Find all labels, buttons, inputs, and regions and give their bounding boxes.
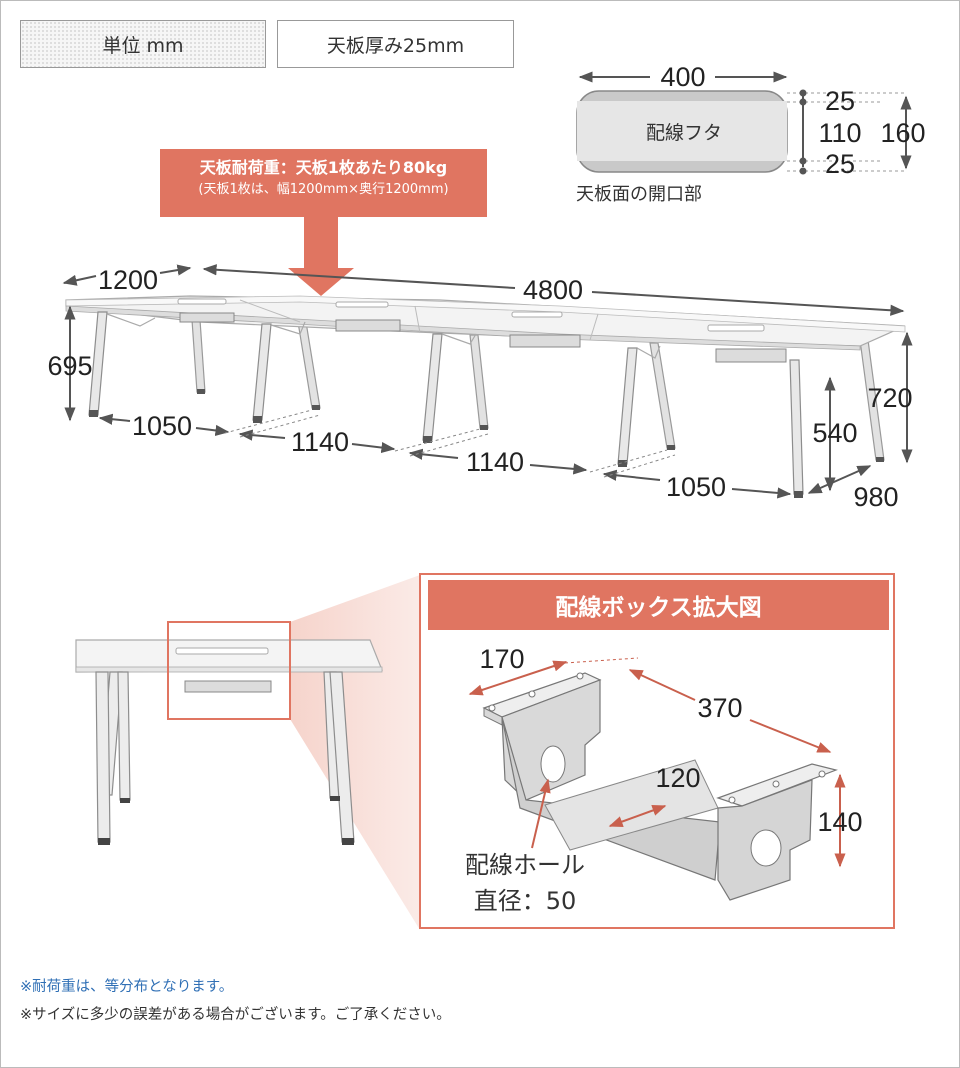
- opening-width-label: 400: [660, 62, 705, 92]
- dim-total-width: 4800: [523, 275, 583, 305]
- wiring-cover-label: 配線フタ: [646, 122, 722, 144]
- dim-leg-span-4: 1050: [666, 472, 726, 502]
- dim-under-clearance: 540: [812, 418, 857, 448]
- zoom-panel-title: 配線ボックス拡大図: [428, 580, 889, 630]
- load-capacity-text: 天板耐荷重：天板1枚あたり80kg: [199, 158, 448, 177]
- hole-label-1: 配線ホール: [465, 851, 585, 879]
- opening-margin-top: 25: [825, 86, 855, 116]
- hole-label-2: 直径：50: [474, 887, 577, 915]
- load-capacity-banner: 天板耐荷重：天板1枚あたり80kg (天板1枚は、幅1200mm×奥行1200m…: [160, 149, 487, 217]
- single-table: [75, 621, 383, 845]
- note-load: ※耐荷重は、等分布となります。: [20, 979, 234, 995]
- dim-depth: 980: [853, 482, 898, 512]
- thickness-label-box: 天板厚み25mm: [277, 20, 514, 68]
- dim-height-right: 720: [867, 383, 912, 413]
- zoom-highlight-box: [167, 621, 291, 720]
- dim-top-width: 1200: [98, 265, 158, 295]
- opening-caption: 天板面の開口部: [576, 184, 702, 205]
- zoom-dim-370: 370: [697, 693, 742, 723]
- unit-label-box: 単位 mm: [20, 20, 266, 68]
- dim-leg-span-3: 1140: [466, 447, 524, 477]
- zoom-fan: [290, 575, 420, 930]
- zoom-dim-170: 170: [479, 644, 524, 674]
- opening-total-depth: 160: [880, 118, 925, 148]
- opening-middle: 110: [818, 118, 861, 148]
- dim-leg-span-1: 1050: [132, 411, 192, 441]
- zoom-dim-120: 120: [655, 763, 700, 793]
- opening-diagram: 400 配線フタ 25 110 25 160 天板面の開口部: [576, 62, 926, 205]
- thickness-label: 天板厚み25mm: [326, 34, 465, 57]
- dim-height-left: 695: [47, 351, 92, 381]
- zoom-dim-140: 140: [817, 807, 862, 837]
- note-tolerance: ※サイズに多少の誤差がある場合がございます。ご了承ください。: [20, 1007, 451, 1023]
- dim-leg-span-2: 1140: [291, 427, 349, 457]
- unit-label: 単位 mm: [102, 34, 184, 57]
- load-capacity-subtext: (天板1枚は、幅1200mm×奥行1200mm): [198, 182, 449, 197]
- banner-arrow: [288, 217, 354, 296]
- zoom-panel: [419, 573, 895, 929]
- long-table: 1200 4800: [47, 264, 913, 512]
- wiring-box-zoom: 170 370 120 140 配線ホール 直径：50: [465, 644, 863, 915]
- opening-margin-bottom: 25: [825, 149, 855, 179]
